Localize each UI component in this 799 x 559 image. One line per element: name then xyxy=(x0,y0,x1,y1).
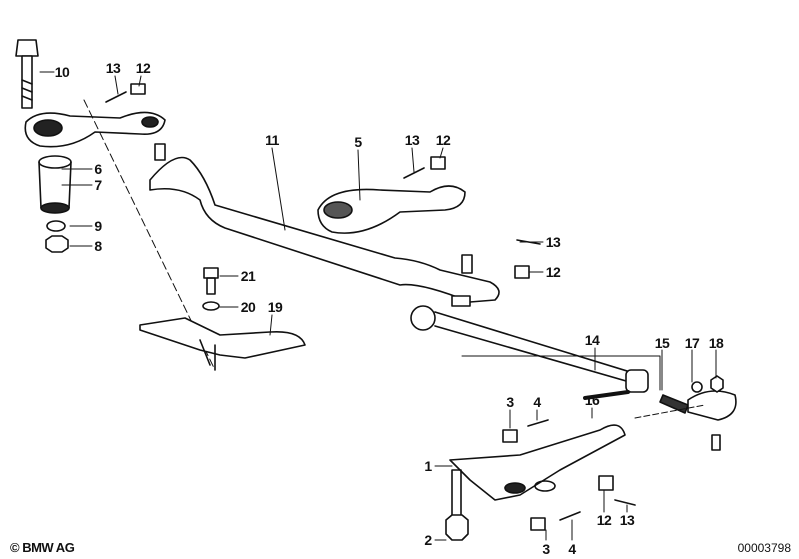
callout-4: 4 xyxy=(533,394,541,410)
callout-13: 13 xyxy=(545,234,561,250)
callout-5: 5 xyxy=(354,134,362,150)
tie-rod xyxy=(410,295,649,393)
document-number: 00003798 xyxy=(737,541,791,555)
callout-6: 6 xyxy=(94,161,102,177)
callout-1: 1 xyxy=(424,458,432,474)
callout-11: 11 xyxy=(265,132,279,148)
castle-nut xyxy=(514,265,530,279)
nut-8 xyxy=(45,235,69,253)
copyright: © BMW AG xyxy=(10,540,75,555)
callout-12: 12 xyxy=(135,60,151,76)
callout-20: 20 xyxy=(240,299,256,315)
callout-4: 4 xyxy=(568,541,576,557)
nut-18 xyxy=(710,375,724,393)
pitman-arm xyxy=(317,156,466,234)
bushing xyxy=(38,155,72,214)
callout-12: 12 xyxy=(545,264,561,280)
lower-arm xyxy=(449,424,626,501)
callout-13: 13 xyxy=(105,60,121,76)
callout-9: 9 xyxy=(94,218,102,234)
washer-20 xyxy=(202,301,220,311)
callout-10: 10 xyxy=(54,64,70,80)
callout-18: 18 xyxy=(708,335,724,351)
washer-9 xyxy=(46,220,66,232)
callout-3: 3 xyxy=(506,394,514,410)
bolt-21 xyxy=(203,267,219,295)
callout-19: 19 xyxy=(267,299,283,315)
bolt-2 xyxy=(445,469,469,541)
callout-13: 13 xyxy=(619,512,635,528)
cotter-pin-4 xyxy=(527,419,549,427)
cotter-pin-13 xyxy=(105,91,127,103)
callout-21: 21 xyxy=(240,268,256,284)
castle-nut-12 xyxy=(130,83,146,95)
bracket-19 xyxy=(139,317,306,371)
callout-8: 8 xyxy=(94,238,102,254)
callout-17: 17 xyxy=(684,335,700,351)
bolt-16 xyxy=(583,390,630,400)
tie-rod-end xyxy=(659,390,737,451)
callout-14: 14 xyxy=(584,332,600,348)
leader-lines xyxy=(39,71,717,541)
cotter-pin xyxy=(403,167,425,179)
washer-17 xyxy=(691,381,703,393)
callout-12: 12 xyxy=(435,132,451,148)
callout-15: 15 xyxy=(654,335,670,351)
callout-16: 16 xyxy=(584,392,600,408)
castle-nut-3 xyxy=(502,429,518,443)
callout-2: 2 xyxy=(424,532,432,548)
idler-arm xyxy=(24,111,166,148)
callout-3: 3 xyxy=(542,541,550,557)
callout-12: 12 xyxy=(596,512,612,528)
center-track-rod xyxy=(149,143,500,303)
bolt-10 xyxy=(15,39,39,109)
callout-13: 13 xyxy=(404,132,420,148)
callout-7: 7 xyxy=(94,177,102,193)
